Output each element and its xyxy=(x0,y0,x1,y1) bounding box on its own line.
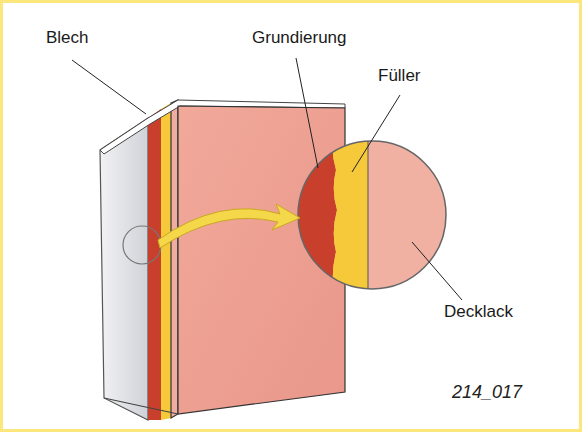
leader-line xyxy=(296,58,318,168)
part-label: Füller xyxy=(378,66,421,86)
topcoat-front xyxy=(178,106,345,414)
leader-line xyxy=(72,60,146,114)
leader-line xyxy=(352,95,400,172)
part-label: Grundierung xyxy=(252,28,347,48)
sheet-metal xyxy=(100,118,148,420)
zoom-arrow xyxy=(158,204,300,248)
part-label: Blech xyxy=(46,28,89,48)
filler-layer xyxy=(161,103,171,420)
leader-line xyxy=(412,242,462,300)
detail-circle xyxy=(123,226,161,264)
part-label: Decklack xyxy=(444,302,513,322)
primer-layer xyxy=(148,109,161,420)
topcoat-side xyxy=(171,100,178,418)
figure-number: 214_017 xyxy=(452,382,522,404)
